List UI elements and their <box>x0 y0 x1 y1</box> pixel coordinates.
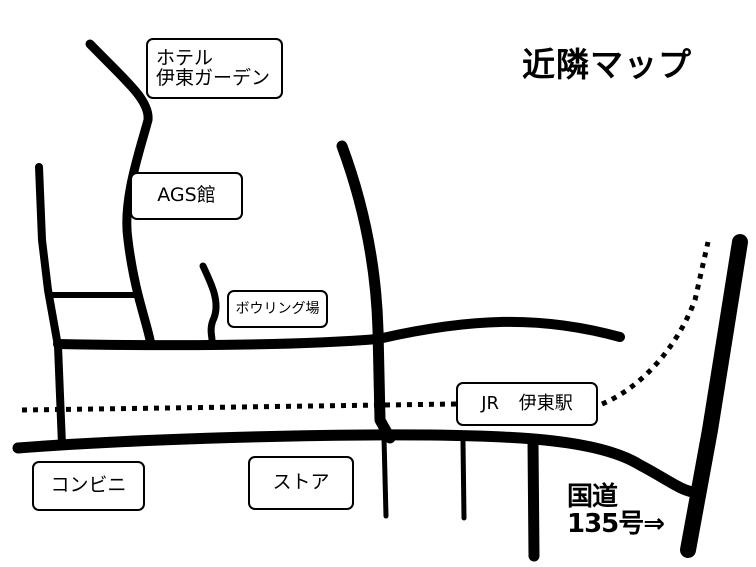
convenience-store-label[interactable]: コンビニ <box>32 461 145 511</box>
route-label-line1: 国道 <box>567 482 618 512</box>
road-route-135 <box>680 234 748 558</box>
road-center-vertical <box>336 140 396 444</box>
road-center-lower <box>381 435 389 519</box>
road-south-stub-2 <box>527 436 540 562</box>
ags-building-label[interactable]: AGS館 <box>130 172 243 220</box>
road-bottom-main <box>12 429 699 498</box>
hotel-label-line1: ホテル <box>156 46 214 69</box>
route-label-line2: 135号⇒ <box>567 508 665 539</box>
railway-jr-west <box>21 401 457 413</box>
road-west-vertical <box>35 163 66 449</box>
road-south-stub-1 <box>460 439 467 521</box>
jr-station-label[interactable]: JR 伊東駅 <box>456 382 598 426</box>
store-label[interactable]: ストア <box>248 456 354 510</box>
route-135-label: 国道 135号⇒ <box>567 482 665 539</box>
hotel-label-line2: 伊東ガーデン <box>156 66 271 89</box>
road-bowling-spur <box>199 262 220 344</box>
bowling-alley-label[interactable]: ボウリング場 <box>227 290 328 328</box>
railway-jr-east <box>601 241 711 407</box>
map-title: 近隣マップ <box>522 45 692 84</box>
hotel-label[interactable]: ホテル 伊東ガーデン <box>146 38 283 99</box>
